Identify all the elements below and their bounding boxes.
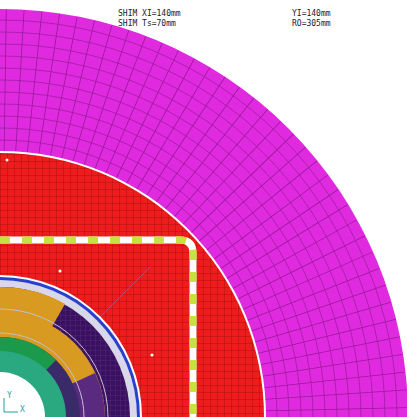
axis-label: Y — [7, 392, 12, 400]
iron — [0, 153, 264, 417]
shim-dimension: SHIM XI=140mm — [118, 10, 181, 18]
coil — [0, 351, 66, 417]
axis-triad — [4, 398, 18, 412]
bore — [0, 372, 45, 417]
coil — [0, 337, 80, 417]
yoke — [0, 9, 407, 417]
coil — [0, 312, 105, 417]
yoke-mesh — [0, 20, 397, 417]
coil — [0, 287, 130, 417]
gap — [0, 151, 266, 417]
axis-label: X — [20, 406, 25, 414]
shim-dimension: YI=140mm — [292, 10, 331, 18]
yoke-mesh — [0, 81, 336, 417]
yoke-radius: RO=305mm — [292, 20, 331, 28]
coil-boundary — [0, 277, 140, 417]
shim-dimension: SHIM Ts=70mm — [118, 20, 176, 28]
